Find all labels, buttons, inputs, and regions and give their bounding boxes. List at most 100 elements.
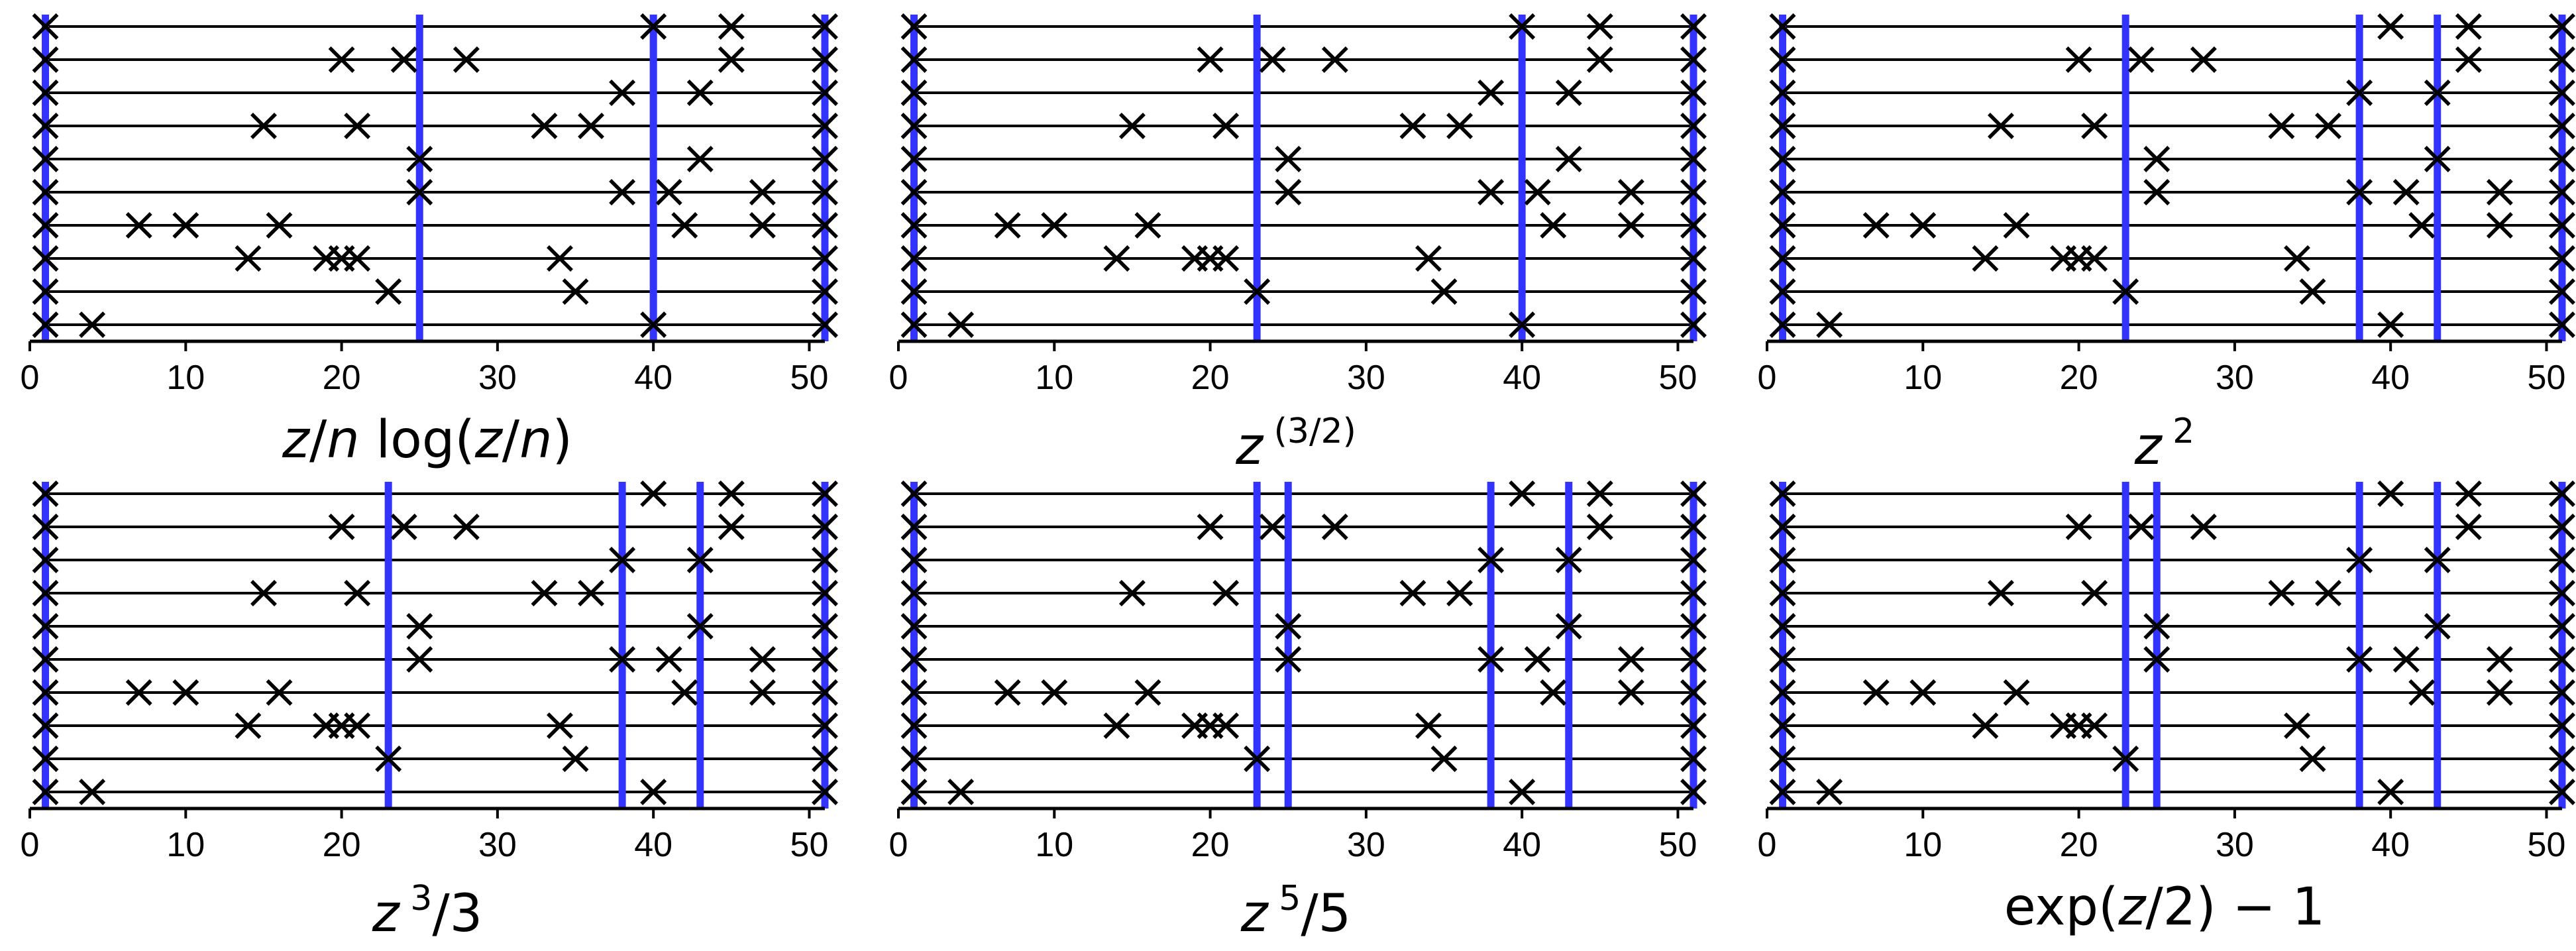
data-point <box>1769 547 1796 573</box>
data-point <box>1415 245 1442 272</box>
data-point <box>2424 613 2451 640</box>
data-point <box>609 646 636 673</box>
data-point <box>1118 580 1146 606</box>
data-point <box>1415 712 1442 739</box>
data-point <box>2408 212 2436 239</box>
data-point <box>1769 179 1796 205</box>
data-point <box>900 278 928 305</box>
data-point <box>2268 580 2295 606</box>
data-point <box>1909 212 1937 239</box>
data-point <box>125 212 152 239</box>
data-point <box>1321 514 1348 540</box>
data-point <box>1586 514 1613 540</box>
data-point <box>1680 746 1707 772</box>
data-point <box>900 311 928 338</box>
data-point <box>1586 480 1613 507</box>
data-point <box>812 547 838 573</box>
data-point <box>1555 613 1582 640</box>
data-point <box>1680 613 1707 640</box>
data-point <box>1680 179 1707 205</box>
data-point <box>235 245 262 272</box>
data-point <box>2346 646 2373 673</box>
data-point <box>2455 46 2482 73</box>
data-point <box>32 113 59 139</box>
data-point <box>1680 80 1707 106</box>
data-point <box>1680 514 1707 540</box>
label-part: /2 <box>2145 877 2196 937</box>
x-tick-label: 0 <box>21 359 40 397</box>
data-point <box>2549 712 2575 739</box>
label-part: / <box>309 410 327 470</box>
data-point <box>1680 547 1707 573</box>
data-point <box>32 146 59 172</box>
data-point <box>718 13 745 40</box>
x-tick-label: 10 <box>166 826 205 864</box>
label-part: ( <box>455 410 475 470</box>
data-point <box>547 712 573 739</box>
data-point <box>1680 646 1707 673</box>
data-point <box>947 311 975 338</box>
data-point <box>749 179 776 205</box>
data-point <box>609 80 636 106</box>
data-point <box>344 580 371 606</box>
data-point <box>172 679 199 706</box>
data-point <box>406 613 433 640</box>
data-point <box>2455 13 2482 40</box>
label-part: log <box>359 410 455 470</box>
data-point <box>812 80 838 106</box>
data-point <box>2065 46 2092 73</box>
data-point <box>1769 13 1796 40</box>
data-point <box>1680 679 1707 706</box>
data-point <box>1197 46 1224 73</box>
data-point <box>749 212 776 239</box>
panel-label: z 5/5 <box>965 881 1627 940</box>
data-point <box>1212 245 1240 272</box>
data-point <box>812 13 838 40</box>
data-point <box>1477 646 1505 673</box>
label-part: (3/2) <box>1263 412 1356 451</box>
data-point <box>2284 712 2310 739</box>
data-point <box>1275 613 1302 640</box>
data-point <box>1259 46 1286 73</box>
label-part: exp <box>2004 877 2098 937</box>
data-point <box>1769 746 1796 772</box>
data-point <box>2549 779 2575 805</box>
data-point <box>1680 245 1707 272</box>
x-tick-label: 10 <box>1904 359 1942 397</box>
data-point <box>718 46 745 73</box>
data-point <box>812 179 838 205</box>
data-point <box>2112 278 2139 305</box>
data-point <box>2424 80 2451 106</box>
panel-label: z (3/2) <box>965 414 1627 473</box>
label-part: n <box>519 410 553 470</box>
panel-label: exp(z/2) − 1 <box>1833 881 2496 933</box>
data-point <box>1446 580 1474 606</box>
data-point <box>2486 679 2513 706</box>
data-point <box>2315 113 2342 139</box>
data-point <box>2143 146 2171 172</box>
data-point <box>266 679 293 706</box>
data-point <box>900 646 928 673</box>
data-point <box>2549 179 2575 205</box>
data-point <box>900 480 928 507</box>
data-point <box>1244 746 1271 772</box>
data-point <box>32 46 59 73</box>
data-point <box>1680 278 1707 305</box>
data-point <box>2190 514 2217 540</box>
label-part: /3 <box>432 884 483 944</box>
data-point <box>812 46 838 73</box>
data-point <box>32 179 59 205</box>
data-point <box>2455 480 2482 507</box>
data-point <box>1118 113 1146 139</box>
data-point <box>1987 580 2014 606</box>
data-point <box>1862 212 1890 239</box>
data-point <box>531 113 558 139</box>
data-point <box>640 480 667 507</box>
label-part: z <box>282 410 309 470</box>
x-tick-label: 0 <box>889 826 908 864</box>
panel-label: z 2 <box>1833 414 2496 473</box>
label-part: 2 <box>2161 412 2195 451</box>
data-point <box>1617 212 1644 239</box>
